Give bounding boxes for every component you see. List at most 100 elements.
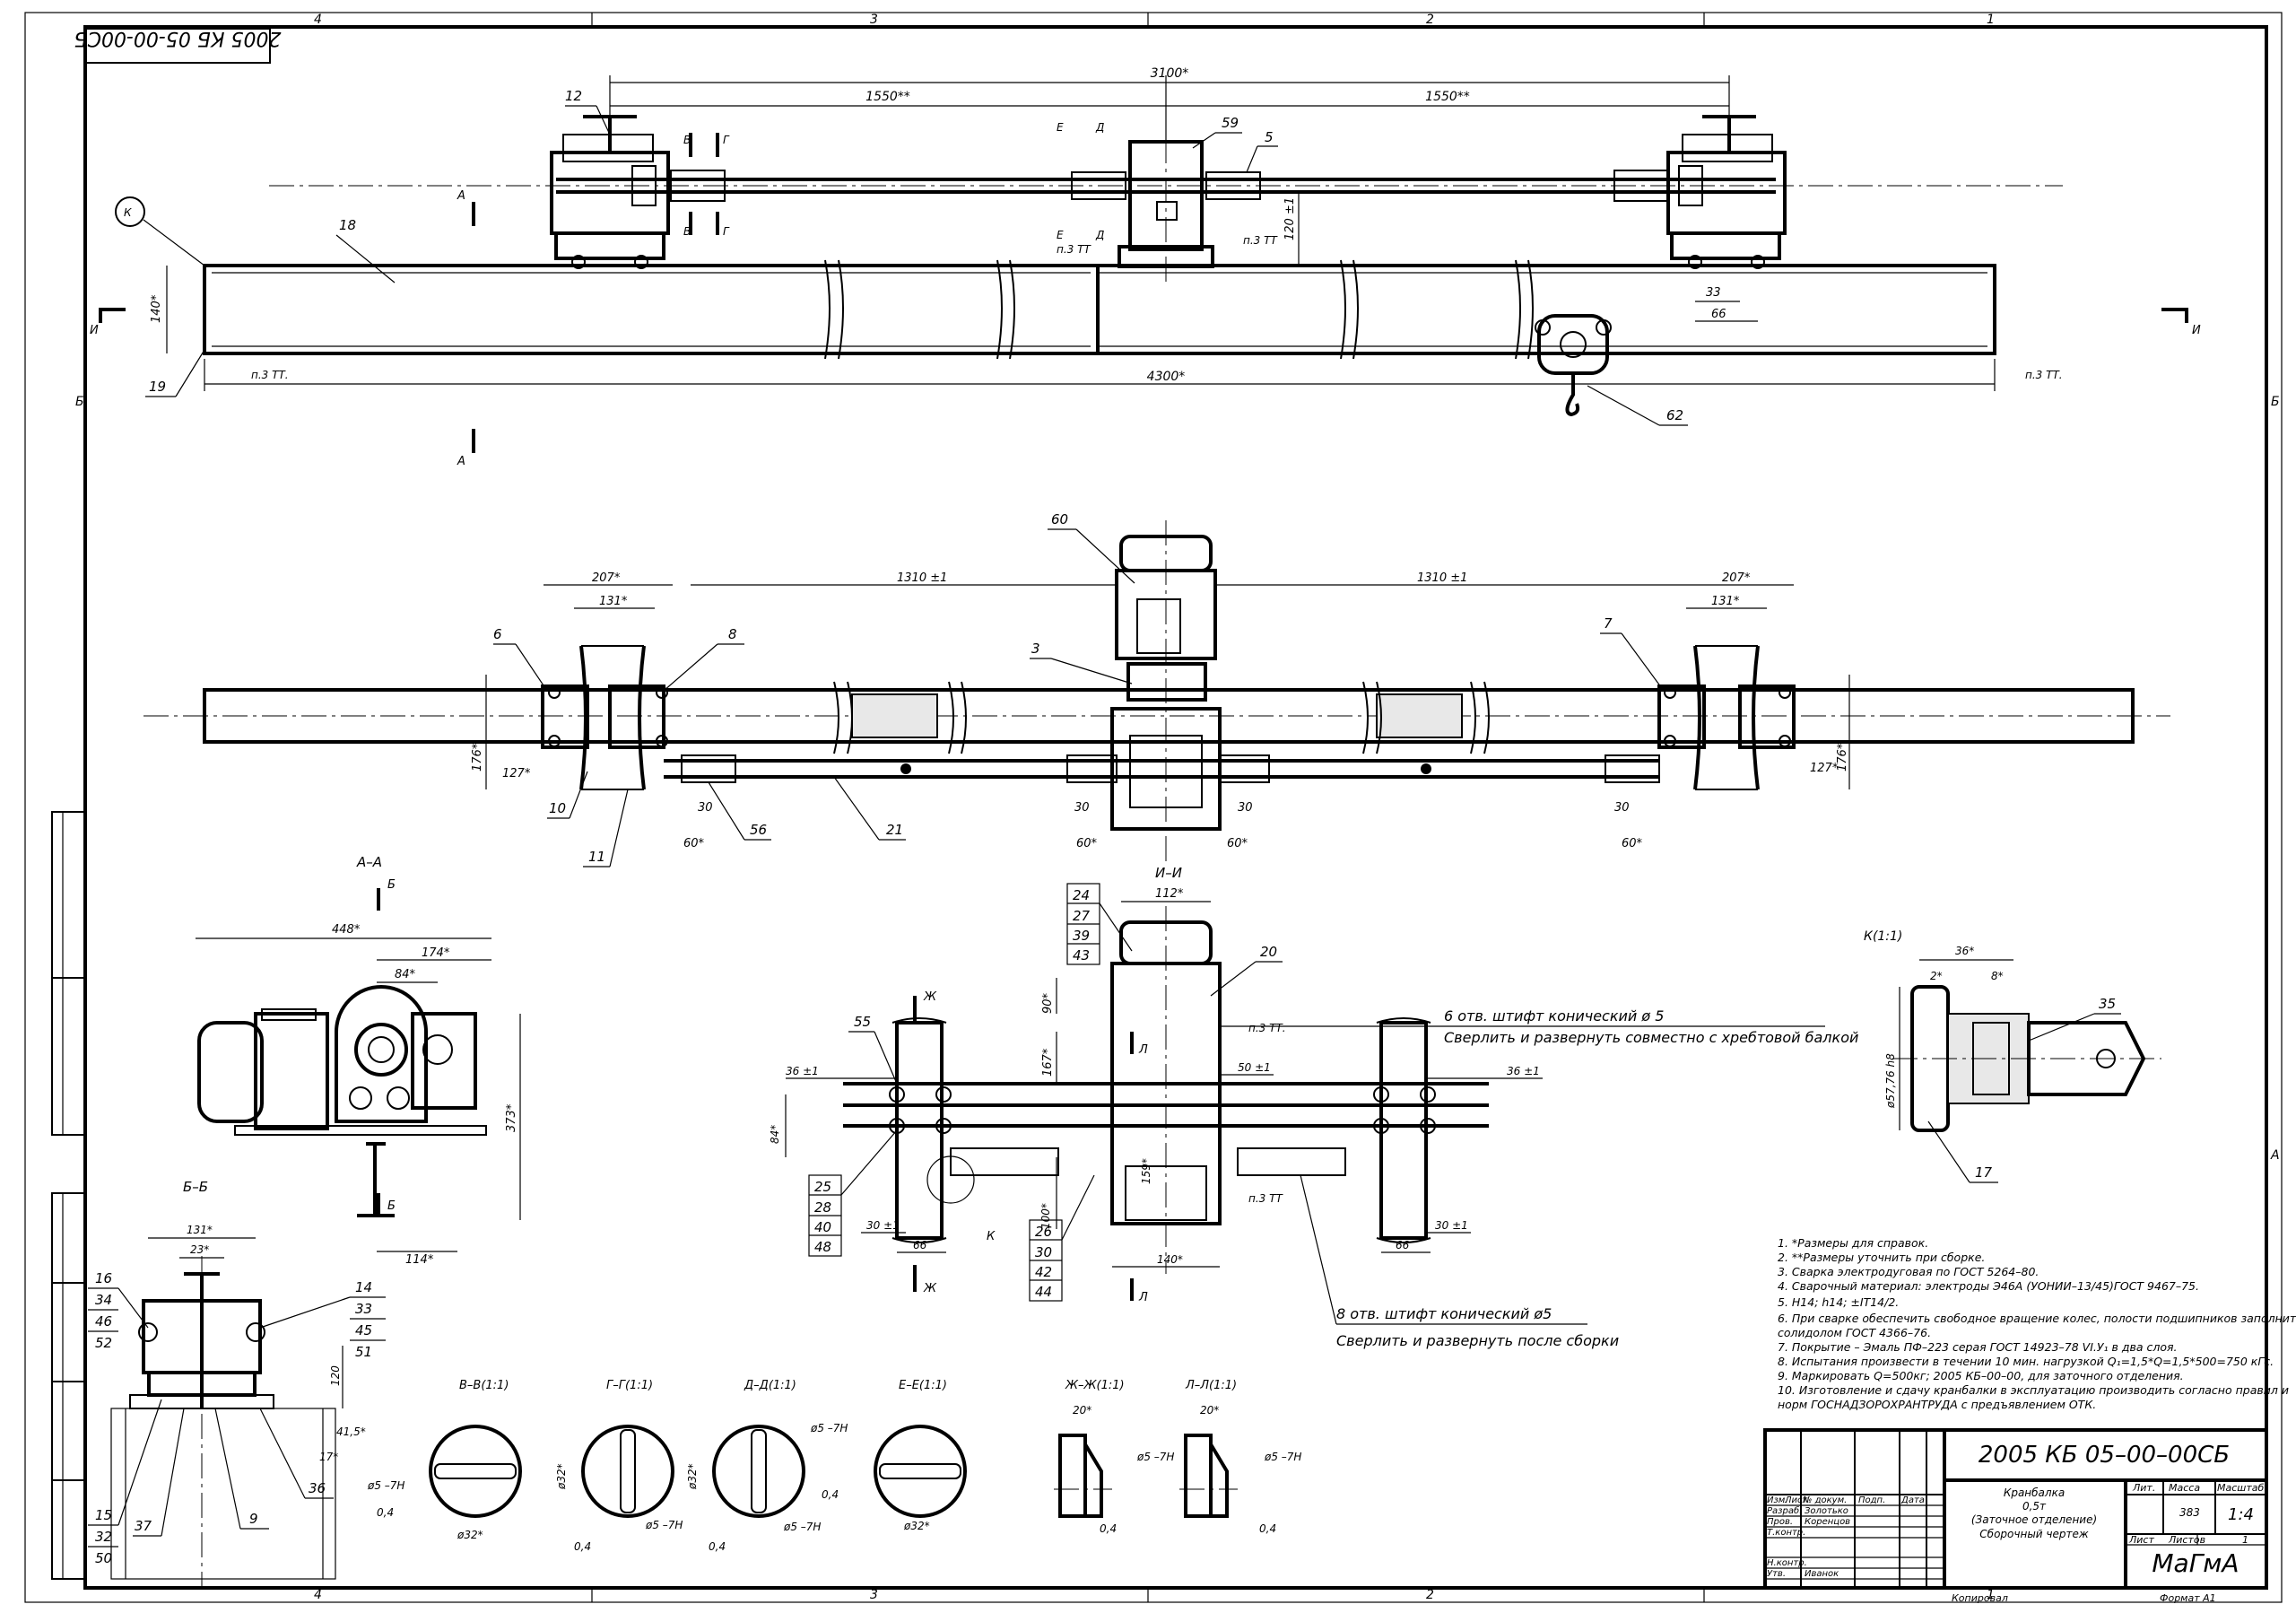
dim-127-right: 127* xyxy=(1810,762,1839,775)
note-9: 9. Маркировать Q=500кг; 2005 КБ–00–00, д… xyxy=(1778,1369,2184,1382)
ii-dim-36-left: 36 ±1 xyxy=(786,1065,819,1077)
dim-1310-left: 1310 ±1 xyxy=(897,571,947,585)
svg-text:19: 19 xyxy=(149,379,166,395)
upside-down-code: 2005 КБ 05-00-00СБ xyxy=(74,27,282,49)
svg-text:ø32*: ø32* xyxy=(903,1520,930,1532)
title-org: МаГмА xyxy=(2152,1548,2239,1578)
sec-gg-title: Г–Г(1:1) xyxy=(606,1379,653,1392)
beam-break-1 xyxy=(824,259,844,360)
i-beam-insert-right xyxy=(1376,693,1463,738)
svg-text:Ж: Ж xyxy=(923,1282,937,1295)
dim-176-right: 176* xyxy=(1836,743,1849,772)
dim-176-left: 176* xyxy=(471,743,484,772)
format-label: Формат А1 xyxy=(2160,1592,2216,1604)
svg-text:40: 40 xyxy=(814,1219,831,1235)
note-5: 5. Н14; h14; ±IT14/2. xyxy=(1778,1295,1899,1309)
ii-stack-bottom-left: 25 28 40 48 xyxy=(808,1129,898,1257)
svg-text:0,4: 0,4 xyxy=(574,1540,591,1553)
svg-text:Утв.: Утв. xyxy=(1767,1569,1786,1579)
svg-text:26: 26 xyxy=(1035,1224,1052,1240)
left-margin-stamps xyxy=(51,811,86,1580)
svg-text:А: А xyxy=(457,189,465,203)
note-7: 7. Покрытие – Эмаль ПФ–223 серая ГОСТ 14… xyxy=(1778,1340,2177,1354)
svg-text:45: 45 xyxy=(355,1322,372,1338)
ii-dim-90: 90* xyxy=(1041,992,1055,1014)
side-view: 207* 131* 1310 ±1 1310 ±1 207* 131* 176*… xyxy=(144,511,2170,868)
sheet-outer-frame xyxy=(24,12,2283,1603)
weld-right: п.3 ТТ. xyxy=(2025,369,2063,381)
title-doc-code: 2005 КБ 05–00–00СБ xyxy=(1979,1442,2230,1469)
note-4: 4. Сварочный материал: электроды Э46А (У… xyxy=(1778,1279,2199,1293)
svg-text:56: 56 xyxy=(750,822,767,838)
svg-text:Разраб.: Разраб. xyxy=(1767,1505,1802,1516)
small-sections: В–В(1:1) ø32* ø5 –7Н 0,4 Г–Г(1:1) ø32* ø… xyxy=(367,1379,1301,1553)
zone-top-2: 2 xyxy=(1426,13,1434,27)
sec-ee-title: Е–Е(1:1) xyxy=(899,1379,947,1392)
svg-text:42: 42 xyxy=(1035,1264,1052,1280)
svg-text:Лист: Лист xyxy=(1784,1495,1809,1505)
svg-text:Б: Б xyxy=(387,878,396,892)
title-mass: 383 xyxy=(2179,1506,2200,1519)
svg-text:16: 16 xyxy=(95,1270,112,1286)
ii-dim-167: 167* xyxy=(1041,1048,1055,1077)
beam-break-2 xyxy=(996,259,1015,360)
svg-text:12: 12 xyxy=(565,88,582,104)
ii-callout-20: 20 xyxy=(1260,944,1277,960)
svg-text:Л: Л xyxy=(1138,1043,1148,1057)
ii-dim-112: 112* xyxy=(1155,887,1184,901)
svg-text:Г: Г xyxy=(723,225,730,238)
dim-127-left: 127* xyxy=(502,767,531,780)
svg-text:Д: Д xyxy=(1095,121,1104,134)
bb-dim-120: 120 xyxy=(329,1365,342,1386)
svg-text:30: 30 xyxy=(1035,1244,1052,1260)
svg-text:43: 43 xyxy=(1073,947,1090,963)
svg-text:ø5 –7Н: ø5 –7Н xyxy=(1136,1451,1174,1463)
bb-left-callouts: 16 34 46 52 xyxy=(88,1270,149,1351)
svg-text:48: 48 xyxy=(814,1239,831,1255)
ii-dim-50: 50 ±1 xyxy=(1238,1061,1271,1074)
svg-text:Л: Л xyxy=(1138,1291,1148,1304)
svg-text:10: 10 xyxy=(549,800,566,816)
dim-66: 66 xyxy=(1711,308,1726,321)
zone-top-3: 3 xyxy=(870,13,878,27)
svg-text:В: В xyxy=(683,225,691,238)
svg-text:Лит.: Лит. xyxy=(2132,1482,2155,1494)
zone-markers: 4 3 2 1 4 3 2 1 Б Б А xyxy=(75,13,2280,1602)
svg-text:46: 46 xyxy=(95,1313,112,1330)
i-beam-insert-left xyxy=(851,693,938,738)
dim-4300: 4300* xyxy=(1147,370,1186,384)
svg-text:Пров.: Пров. xyxy=(1767,1517,1793,1527)
ii-dim-30-left: 30 ±1 xyxy=(866,1219,900,1232)
ii-weld-2: п.3 ТТ xyxy=(1248,1192,1283,1205)
k-callout-17: 17 xyxy=(1975,1164,1993,1181)
svg-text:Е: Е xyxy=(1057,229,1064,241)
note-8: 8. Испытания произвести в течении 10 мин… xyxy=(1778,1355,2274,1368)
svg-text:Коренцов: Коренцов xyxy=(1805,1517,1850,1527)
weld-left: п.3 ТТ. xyxy=(251,369,289,381)
sec-ll-title: Л–Л(1:1) xyxy=(1185,1379,1237,1392)
zone-top-4: 4 xyxy=(314,13,322,27)
svg-text:0,4: 0,4 xyxy=(377,1506,394,1519)
svg-text:0,4: 0,4 xyxy=(1259,1522,1276,1535)
svg-text:0,4: 0,4 xyxy=(822,1488,839,1501)
aa-dim-448: 448* xyxy=(332,923,361,937)
svg-text:ø32*: ø32* xyxy=(555,1463,568,1490)
dim-1550-right: 1550** xyxy=(1425,90,1470,104)
weld-mid-a: п.3 ТТ xyxy=(1057,243,1091,256)
title-block: Изм. Лист № докум. Подп. Дата Разраб. Зо… xyxy=(1763,1428,2268,1604)
svg-text:И: И xyxy=(2192,324,2201,337)
svg-text:ø5 –7Н: ø5 –7Н xyxy=(1264,1451,1301,1463)
svg-text:Д: Д xyxy=(1095,229,1104,241)
svg-text:50: 50 xyxy=(95,1550,112,1566)
left-wheel-side xyxy=(541,645,668,790)
title-scale: 1:4 xyxy=(2228,1505,2254,1524)
svg-text:Золотько: Золотько xyxy=(1805,1506,1848,1516)
svg-text:21: 21 xyxy=(886,822,903,838)
beam-break-4 xyxy=(1515,259,1534,360)
svg-text:34: 34 xyxy=(95,1292,112,1308)
dim-30-d: 30 xyxy=(1614,801,1630,815)
svg-text:33: 33 xyxy=(355,1301,372,1317)
note-2: 2. **Размеры уточнить при сборке. xyxy=(1778,1251,1985,1264)
svg-text:11: 11 xyxy=(588,849,605,865)
svg-text:27: 27 xyxy=(1073,908,1091,924)
